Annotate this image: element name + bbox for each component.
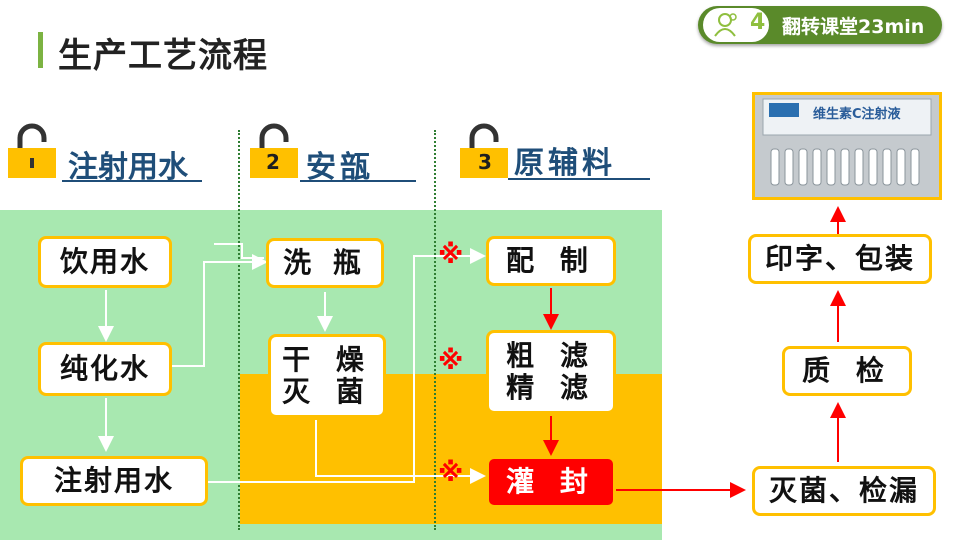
- critical-mark: ※: [438, 346, 464, 376]
- box-print-pack: 印字、包装: [748, 234, 932, 284]
- title-accent-bar: [38, 32, 43, 68]
- box-prepare: 配 制: [486, 236, 616, 286]
- section-underline: [62, 180, 202, 182]
- badge-circle: [703, 8, 769, 42]
- product-photo: 维生素C注射液: [752, 92, 942, 200]
- section-underline: [300, 180, 416, 182]
- section-label-ampoule: 安瓿: [306, 150, 374, 185]
- section-label-injection-water: 注射用水: [68, 150, 188, 185]
- page-title: 生产工艺流程: [58, 36, 268, 76]
- divider-line: [238, 130, 240, 530]
- section-number: 2: [258, 148, 288, 176]
- box-filter: 粗 滤 精 滤: [486, 330, 616, 414]
- box-quality-check: 质 检: [782, 346, 912, 396]
- box-injection-water: 注射用水: [20, 456, 208, 506]
- box-purified-water: 纯化水: [38, 342, 172, 396]
- ampoule-box-image: [755, 95, 939, 197]
- section-label-raw-materials: 原辅料: [514, 146, 616, 181]
- section-underline: [508, 178, 650, 180]
- critical-mark: ※: [438, 458, 464, 488]
- box-sterilize-leak: 灭菌、检漏: [752, 466, 936, 516]
- critical-mark: ※: [438, 240, 464, 270]
- box-fill-seal: 灌 封: [486, 456, 616, 508]
- badge-number: 4: [750, 10, 766, 35]
- badge-text: 翻转课堂23min: [782, 16, 925, 38]
- lock-icon: [8, 123, 56, 178]
- product-label: 维生素C注射液: [813, 107, 901, 122]
- box-dry-sterilize: 干 燥 灭 菌: [268, 334, 386, 418]
- divider-line: [434, 130, 436, 530]
- section-number: 3: [470, 148, 500, 176]
- box-drinking-water: 饮用水: [38, 236, 172, 288]
- box-wash-bottle: 洗 瓶: [266, 238, 384, 288]
- user-group-icon: [714, 13, 737, 37]
